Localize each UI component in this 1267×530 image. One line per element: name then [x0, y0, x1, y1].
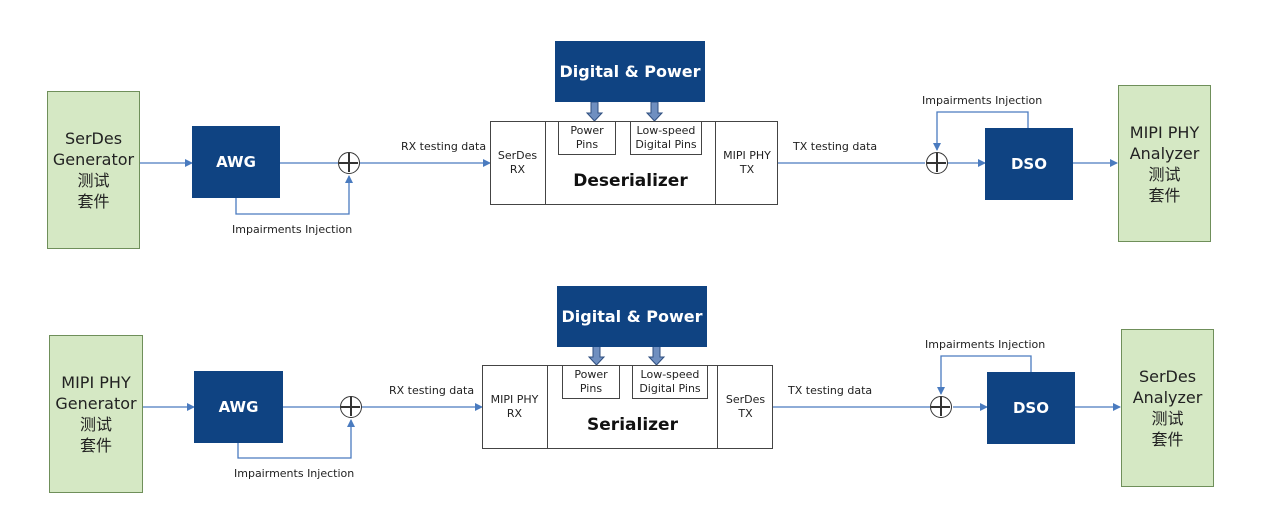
top-lowspeed-pins-block: Low-speed Digital Pins [630, 121, 702, 155]
bottom-serializer-title: Serializer [548, 410, 717, 440]
top-mipi-analyzer-box: MIPI PHY Analyzer 测试 套件 [1118, 85, 1211, 242]
top-right-summing-junction-icon [926, 152, 948, 174]
top-digital-power-label: Digital & Power [559, 62, 701, 81]
top-right-line-1: MIPI PHY [1129, 122, 1200, 142]
bottom-serdes-tx-block: SerDes TX [717, 365, 773, 449]
bottom-power-pins-block: Power Pins [562, 365, 620, 399]
top-impairments-bottom-label: Impairments Injection [232, 223, 353, 236]
top-awg-box: AWG [192, 126, 280, 198]
top-dso-label: DSO [1010, 155, 1047, 173]
bottom-left-summing-junction-icon [340, 396, 362, 418]
top-right-line-2: Analyzer [1129, 143, 1200, 163]
top-power-pins-block: Power Pins [558, 121, 616, 155]
top-deserializer-box [490, 121, 778, 205]
bottom-power-down-arrow [587, 345, 606, 366]
top-lowspeed-down-arrow [645, 101, 664, 122]
bottom-right-line-3: 测试 [1151, 409, 1184, 428]
top-mipi-tx-block: MIPI PHY TX [715, 121, 778, 205]
bottom-rx-testing-data-label: RX testing data [389, 384, 475, 397]
bottom-serializer-label: Serializer [587, 415, 678, 435]
top-left-summing-junction-icon [338, 152, 360, 174]
top-right-line-3: 测试 [1148, 164, 1181, 184]
bottom-left-line-1: MIPI PHY [61, 373, 131, 392]
top-tx-testing-data-label: TX testing data [793, 140, 878, 153]
top-impairment-feed-arrow [235, 175, 353, 215]
top-serdes-rx-block: SerDes RX [490, 121, 546, 205]
bottom-awg-box: AWG [194, 371, 283, 443]
bottom-dso-label: DSO [1012, 399, 1049, 417]
top-left-line-4: 套件 [77, 192, 110, 211]
bottom-right-line-1: SerDes [1138, 367, 1197, 386]
top-dso-impairment-loop-arrow [933, 111, 1029, 151]
bottom-serdes-tx-label: SerDes TX [725, 393, 766, 420]
bottom-left-line-4: 套件 [79, 436, 112, 455]
top-left-line-1: SerDes [64, 129, 123, 148]
bottom-left-line-2: Generator [55, 394, 137, 413]
bottom-power-pins-label: Power Pins [574, 367, 608, 395]
bottom-serdes-analyzer-box: SerDes Analyzer 测试 套件 [1121, 329, 1214, 487]
bottom-serializer-box [482, 365, 773, 449]
bottom-impairments-top-label: Impairments Injection [925, 338, 1046, 351]
top-dso-box: DSO [985, 128, 1073, 200]
bottom-impairment-feed-arrow [237, 419, 355, 459]
top-rx-testing-data-label: RX testing data [401, 140, 487, 153]
bottom-digital-power-label: Digital & Power [561, 307, 703, 326]
top-awg-label: AWG [216, 153, 256, 171]
bottom-dso-impairment-loop-arrow [937, 355, 1032, 395]
top-power-pins-label: Power Pins [570, 123, 604, 151]
bottom-mipi-rx-label: MIPI PHY RX [490, 393, 539, 420]
top-mipi-tx-label: MIPI PHY TX [723, 149, 771, 176]
bottom-dso-box: DSO [987, 372, 1075, 444]
bottom-right-line-2: Analyzer [1132, 388, 1203, 407]
top-left-line-3: 测试 [77, 171, 110, 190]
bottom-mipi-generator-box: MIPI PHY Generator 测试 套件 [49, 335, 143, 493]
top-right-line-4: 套件 [1148, 185, 1181, 205]
top-serdes-generator-box: SerDes Generator 测试 套件 [47, 91, 140, 249]
bottom-lowspeed-pins-block: Low-speed Digital Pins [632, 365, 708, 399]
top-serdes-rx-label: SerDes RX [497, 149, 538, 176]
bottom-lowspeed-down-arrow [647, 345, 666, 366]
top-lowspeed-pins-label: Low-speed Digital Pins [635, 123, 697, 151]
bottom-impairments-bottom-label: Impairments Injection [234, 467, 355, 480]
bottom-right-line-4: 套件 [1151, 430, 1184, 449]
top-impairments-top-label: Impairments Injection [922, 94, 1043, 107]
top-power-down-arrow [585, 101, 604, 122]
top-digital-power-box: Digital & Power [555, 41, 705, 102]
bottom-right-summing-junction-icon [930, 396, 952, 418]
bottom-tx-testing-data-label: TX testing data [788, 384, 873, 397]
top-deserializer-label: Deserializer [573, 171, 688, 191]
bottom-mipi-rx-block: MIPI PHY RX [482, 365, 548, 449]
bottom-lowspeed-pins-label: Low-speed Digital Pins [639, 367, 701, 395]
bottom-awg-label: AWG [218, 398, 259, 416]
bottom-digital-power-box: Digital & Power [557, 286, 707, 347]
bottom-left-line-3: 测试 [79, 415, 112, 434]
top-left-line-2: Generator [52, 150, 135, 169]
top-deserializer-title: Deserializer [546, 166, 715, 196]
